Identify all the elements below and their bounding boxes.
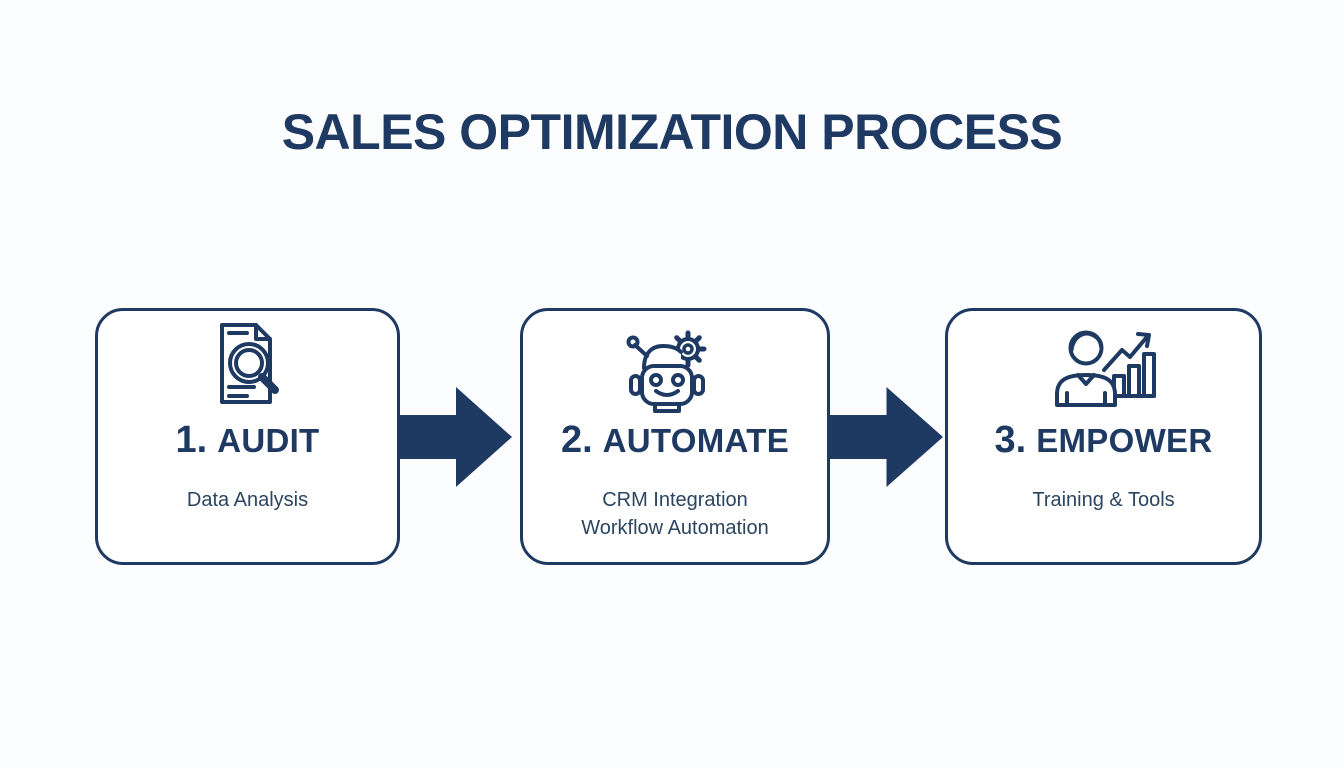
robot-gear-icon (626, 330, 707, 413)
step-detail-line: Workflow Automation (581, 517, 769, 539)
step-box-automate: 2. AUTOMATE CRM Integration Workflow Aut… (520, 308, 830, 565)
step-details-empower: Training & Tools (1032, 486, 1174, 514)
step-detail-line: CRM Integration (602, 489, 748, 511)
step-details-automate: CRM Integration Workflow Automation (581, 486, 769, 542)
page-title: SALES OPTIMIZATION PROCESS (281, 104, 1063, 160)
document-search-icon (219, 323, 279, 404)
step-box-empower: 3. EMPOWER Training & Tools (945, 308, 1262, 565)
step-label: AUTOMATE (602, 422, 790, 459)
right-arrow-icon (830, 387, 943, 487)
step-label: AUDIT (217, 422, 320, 459)
step-box-audit: 1. AUDIT Data Analysis (95, 308, 400, 565)
step-number: 3. (994, 419, 1027, 461)
step-detail-line: Training & Tools (1032, 489, 1175, 511)
step-detail-line: Data Analysis (186, 489, 309, 511)
step-heading-automate: 2. AUTOMATE (561, 419, 789, 462)
right-arrow-icon (400, 387, 512, 487)
step-heading-audit: 1. AUDIT (175, 419, 319, 462)
step-number: 2. (560, 419, 593, 461)
step-heading-empower: 3. EMPOWER (995, 419, 1213, 462)
step-label: EMPOWER (1036, 422, 1213, 459)
step-details-audit: Data Analysis (187, 486, 308, 514)
person-growth-chart-icon (1054, 330, 1156, 407)
step-number: 1. (175, 419, 208, 461)
